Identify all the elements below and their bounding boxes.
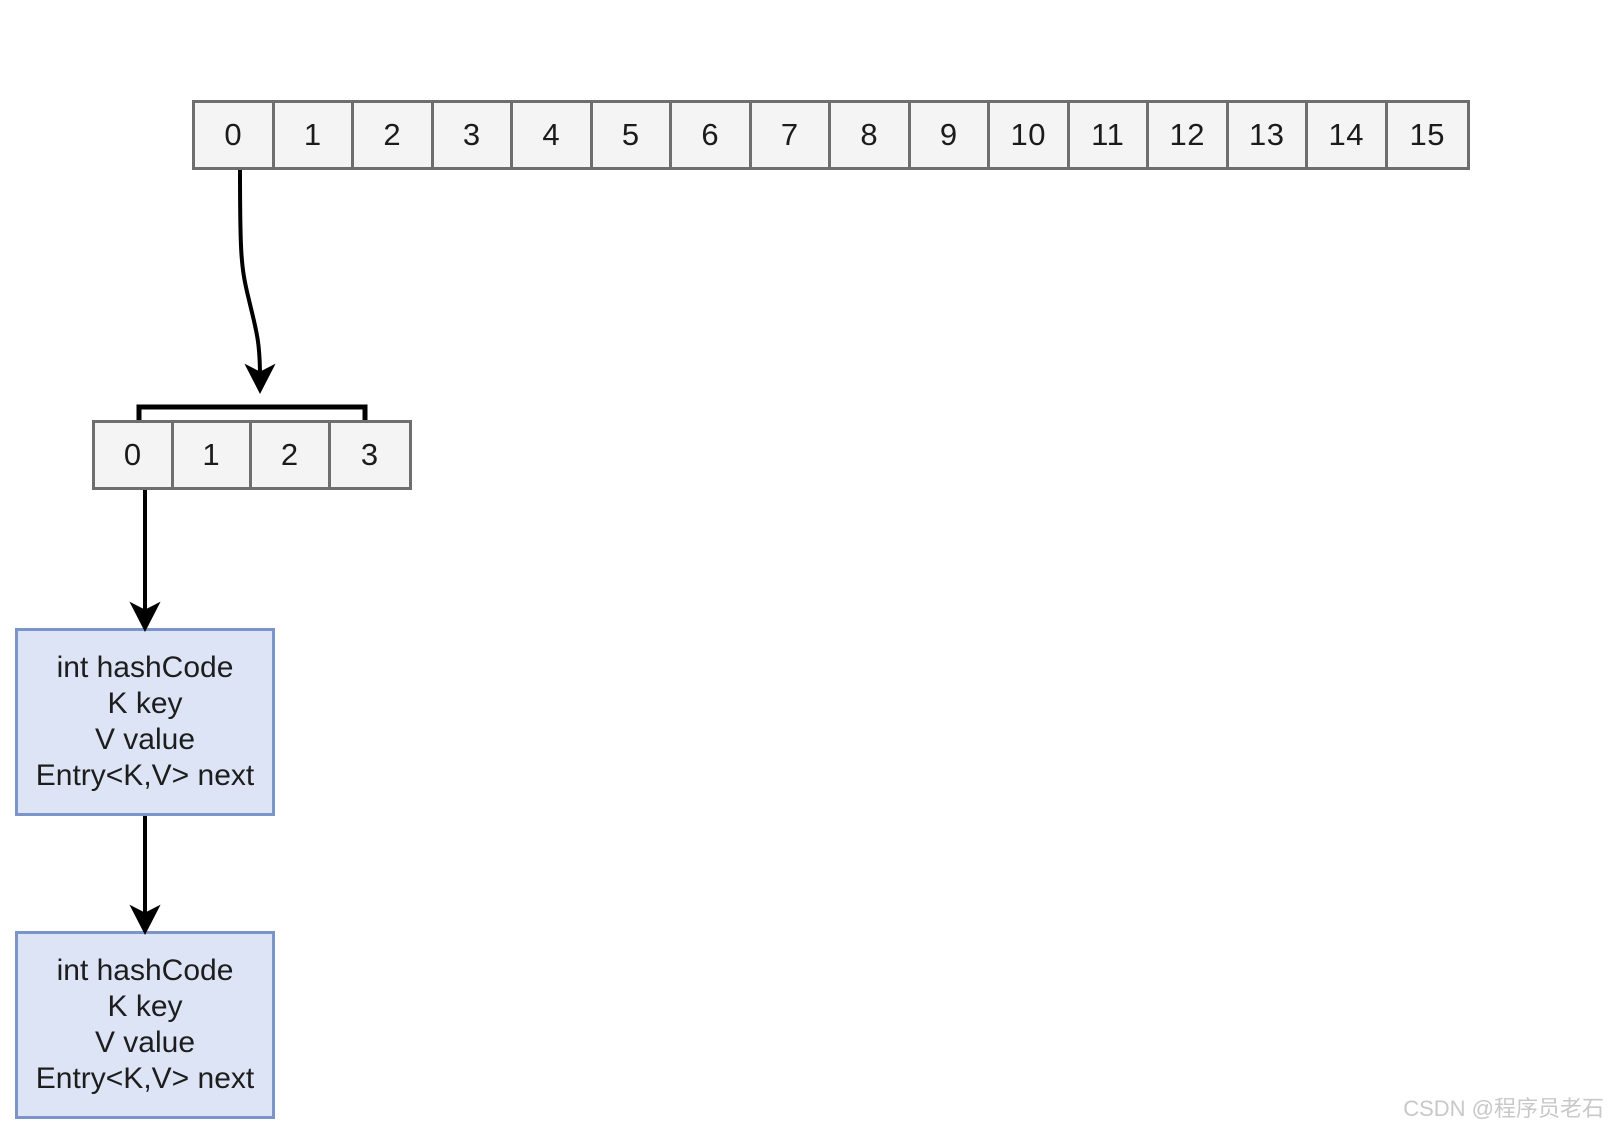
- entry-node-1-line-2: V value: [94, 723, 196, 756]
- bucket-cell-11[interactable]: 11: [1069, 103, 1149, 167]
- bracket-sub-array: [136, 404, 368, 420]
- entry-node-2-line-2: V value: [94, 1026, 196, 1059]
- bucket-cell-3[interactable]: 3: [433, 103, 513, 167]
- bucket-cell-10[interactable]: 10: [990, 103, 1070, 167]
- entry-node-1: int hashCode K key V value Entry<K,V> ne…: [15, 628, 275, 816]
- bucket-cell-9[interactable]: 9: [910, 103, 990, 167]
- entry-node-2-line-0: int hashCode: [56, 954, 234, 987]
- bucket-cell-14[interactable]: 14: [1308, 103, 1388, 167]
- bucket-cell-7[interactable]: 7: [751, 103, 831, 167]
- bucket-cell-8[interactable]: 8: [831, 103, 911, 167]
- sub-array-cell-2[interactable]: 2: [252, 423, 331, 487]
- bucket-cell-0[interactable]: 0: [195, 103, 275, 167]
- bucket-cell-2[interactable]: 2: [354, 103, 434, 167]
- entry-node-2: int hashCode K key V value Entry<K,V> ne…: [15, 931, 275, 1119]
- bucket-cell-4[interactable]: 4: [513, 103, 593, 167]
- entry-node-1-line-0: int hashCode: [56, 651, 234, 684]
- bucket-cell-12[interactable]: 12: [1149, 103, 1229, 167]
- sub-array: 0 1 2 3: [92, 420, 412, 490]
- entry-node-2-line-3: Entry<K,V> next: [35, 1062, 255, 1095]
- bucket-array: 0 1 2 3 4 5 6 7 8 9 10 11 12 13 14 15: [192, 100, 1470, 170]
- bucket-cell-6[interactable]: 6: [672, 103, 752, 167]
- entry-node-1-line-1: K key: [107, 687, 183, 720]
- entry-node-1-line-3: Entry<K,V> next: [35, 759, 255, 792]
- sub-array-cell-1[interactable]: 1: [173, 423, 253, 487]
- bucket-cell-1[interactable]: 1: [274, 103, 354, 167]
- bucket-cell-15[interactable]: 15: [1387, 103, 1467, 167]
- watermark-text: CSDN @程序员老石: [1403, 1096, 1604, 1121]
- bucket-cell-5[interactable]: 5: [592, 103, 672, 167]
- arrow-bucket0-to-sub-array: [238, 169, 276, 395]
- sub-array-cell-3[interactable]: 3: [330, 423, 409, 487]
- bucket-cell-13[interactable]: 13: [1228, 103, 1308, 167]
- entry-node-2-line-1: K key: [107, 990, 183, 1023]
- sub-array-cell-0[interactable]: 0: [95, 423, 174, 487]
